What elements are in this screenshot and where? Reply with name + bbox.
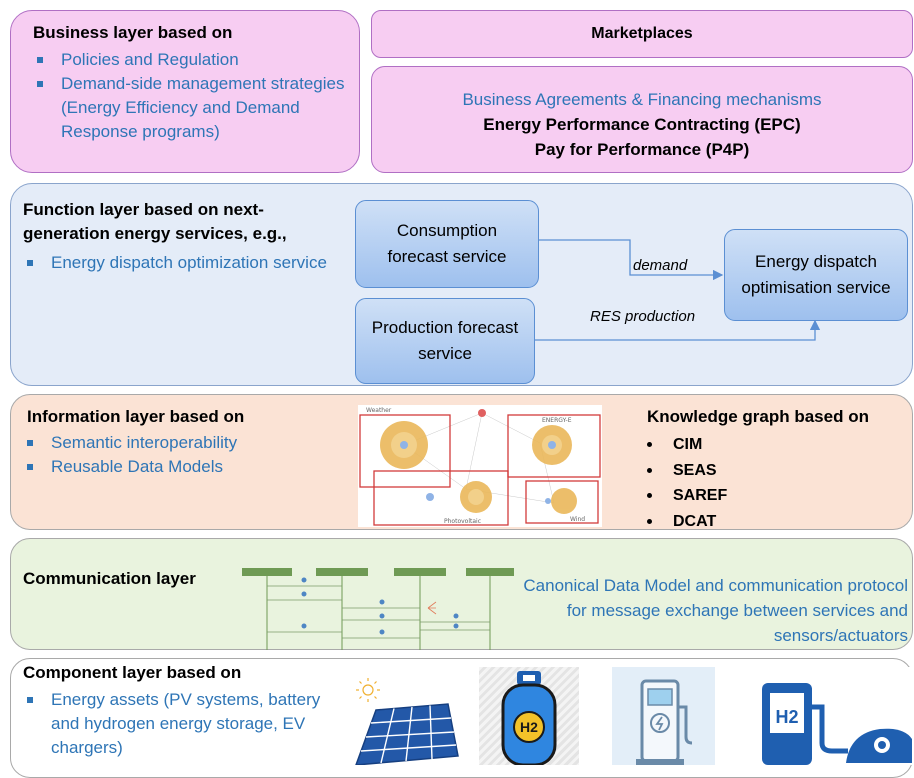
hydrogen-tank-icon: H2 bbox=[479, 667, 579, 765]
function-layer-title: Function layer based on next-generation … bbox=[23, 200, 287, 243]
communication-layer-text: Canonical Data Model and communication p… bbox=[523, 576, 908, 645]
knowledge-graph-drawing: Weather ENERGY-E Photovoltaic Wind bbox=[359, 407, 601, 526]
marketplaces-label: Marketplaces bbox=[591, 25, 693, 42]
hydrogen-tank-label: H2 bbox=[520, 719, 538, 735]
list-item: DCAT bbox=[639, 509, 839, 535]
component-layer-list: Energy assets (PV systems, battery and h… bbox=[17, 688, 337, 760]
demand-arrow bbox=[539, 239, 724, 281]
agreements-label: Business Agreements & Financing mechanis… bbox=[462, 90, 822, 109]
hydrogen-station-label: H2 bbox=[775, 707, 798, 727]
business-layer-title: Business layer based on bbox=[33, 23, 233, 42]
service-flow-arrows bbox=[535, 239, 821, 341]
sequence-diagram-drawing bbox=[242, 568, 514, 650]
business-agreements-box: Business Agreements & Financing mechanis… bbox=[371, 66, 913, 173]
function-layer-list: Energy dispatch optimization service bbox=[17, 251, 337, 275]
graph-label-wind: Wind bbox=[570, 516, 585, 523]
p4p-label: Pay for Performance (P4P) bbox=[534, 140, 750, 159]
communication-layer-box: Communication layer Canonical Data Model… bbox=[10, 538, 913, 650]
energy-dispatch-service: Energy dispatch optimisation service bbox=[724, 229, 908, 321]
component-layer-title: Component layer based on bbox=[23, 663, 242, 682]
list-item: CIM bbox=[639, 432, 839, 458]
information-layer-list: Semantic interoperability Reusable Data … bbox=[17, 431, 337, 479]
sequence-diagram-image bbox=[242, 566, 514, 650]
hydrogen-station-icon: H2 bbox=[748, 667, 913, 765]
list-item: SAREF bbox=[639, 483, 839, 509]
business-layer-box: Business layer based on Policies and Reg… bbox=[10, 10, 360, 173]
list-item: SEAS bbox=[639, 458, 839, 484]
ev-charger-drawing bbox=[636, 679, 693, 765]
graph-label-energy: ENERGY-E bbox=[542, 417, 572, 424]
knowledge-graph-title: Knowledge graph based on bbox=[647, 407, 869, 426]
list-item: Reusable Data Models bbox=[17, 455, 337, 479]
graph-label-weather: Weather bbox=[366, 407, 392, 414]
res-production-label: RES production bbox=[590, 308, 696, 325]
production-forecast-service: Production forecast service bbox=[355, 298, 535, 384]
list-item: Policies and Regulation bbox=[27, 48, 357, 72]
epc-label: Energy Performance Contracting (EPC) bbox=[483, 115, 801, 134]
graph-label-photovoltaic: Photovoltaic bbox=[444, 518, 481, 525]
marketplaces-box: Marketplaces bbox=[371, 10, 913, 58]
business-layer-list: Policies and Regulation Demand-side mana… bbox=[27, 48, 357, 144]
list-item: Energy dispatch optimization service bbox=[17, 251, 337, 275]
res-production-arrow bbox=[535, 319, 821, 341]
solar-panel-icon bbox=[355, 678, 459, 765]
knowledge-graph-image: Weather ENERGY-E Photovoltaic Wind bbox=[358, 405, 602, 527]
list-item: Energy assets (PV systems, battery and h… bbox=[17, 688, 337, 760]
demand-label: demand bbox=[633, 257, 688, 274]
consumption-forecast-service: Consumption forecast service bbox=[355, 200, 539, 288]
hydrogen-tank-drawing: H2 bbox=[501, 671, 557, 765]
information-layer-title: Information layer based on bbox=[27, 407, 245, 426]
list-item: Demand-side management strategies (Energ… bbox=[27, 72, 357, 144]
knowledge-graph-list: CIM SEAS SAREF DCAT bbox=[639, 432, 839, 534]
hydrogen-station-drawing: H2 bbox=[762, 683, 912, 765]
ev-charger-icon bbox=[612, 667, 715, 765]
list-item: Semantic interoperability bbox=[17, 431, 337, 455]
communication-layer-title: Communication layer bbox=[23, 569, 196, 588]
